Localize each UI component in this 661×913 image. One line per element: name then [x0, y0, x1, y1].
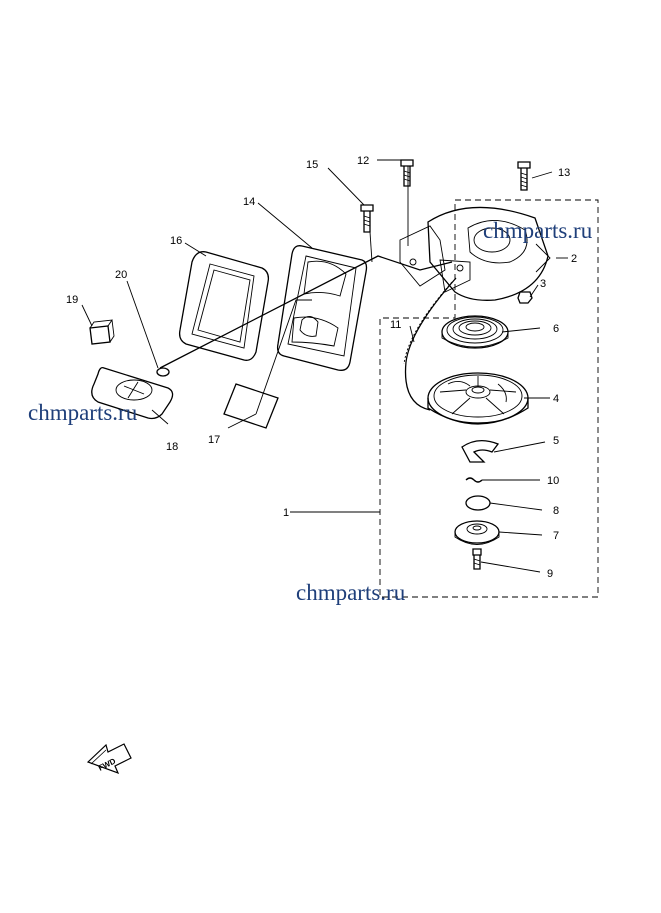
- callout-13: 13: [558, 167, 570, 179]
- callout-14: 14: [243, 196, 255, 208]
- watermark-bottom: chmparts.ru: [296, 580, 406, 605]
- callout-16: 16: [170, 235, 182, 247]
- circlip: [465, 495, 491, 511]
- return-spring-wire: [465, 477, 483, 483]
- bolt-13: [517, 161, 531, 191]
- callout-15: 15: [306, 159, 318, 171]
- leader-lines: [81, 159, 568, 573]
- callout-20: 20: [115, 269, 127, 281]
- ratchet-pawl: [461, 440, 500, 463]
- rope-reel: [427, 372, 529, 425]
- callout-1: 1: [283, 507, 289, 519]
- nut-3: [517, 291, 533, 304]
- handle-cap: [89, 319, 115, 345]
- callout-7: 7: [553, 530, 559, 542]
- callout-labels: 1 2 3 4 5 6 7 8 9 10 11 12 13 14 15 16 1…: [66, 155, 577, 580]
- watermark-top-right: chmparts.ru: [483, 218, 593, 243]
- callout-19: 19: [66, 294, 78, 306]
- starter-rope: [159, 255, 457, 411]
- label-plate: [223, 383, 279, 429]
- callout-2: 2: [571, 253, 577, 265]
- callout-3: 3: [540, 278, 546, 290]
- rope-guide: [276, 245, 368, 371]
- callout-10: 10: [547, 475, 559, 487]
- callout-6: 6: [553, 323, 559, 335]
- seal-frame: [178, 251, 270, 361]
- starter-handle: [91, 366, 174, 420]
- bolt-9: [472, 548, 482, 570]
- bolt-12: [400, 159, 414, 187]
- assembly-boundary-dashed: [379, 199, 599, 598]
- rope-knot: [156, 367, 170, 377]
- callout-5: 5: [553, 435, 559, 447]
- callout-8: 8: [553, 505, 559, 517]
- callout-4: 4: [553, 393, 559, 405]
- callout-18: 18: [166, 441, 178, 453]
- spiral-spring: [441, 315, 509, 349]
- callout-17: 17: [208, 434, 220, 446]
- callout-11: 11: [390, 319, 401, 331]
- starter-housing: [399, 206, 549, 301]
- bolt-15: [360, 204, 374, 233]
- watermark-left: chmparts.ru: [28, 400, 138, 425]
- callout-12: 12: [357, 155, 369, 167]
- callout-9: 9: [547, 568, 553, 580]
- drive-plate: [454, 520, 500, 545]
- forward-arrow-icon: FWD: [86, 743, 132, 775]
